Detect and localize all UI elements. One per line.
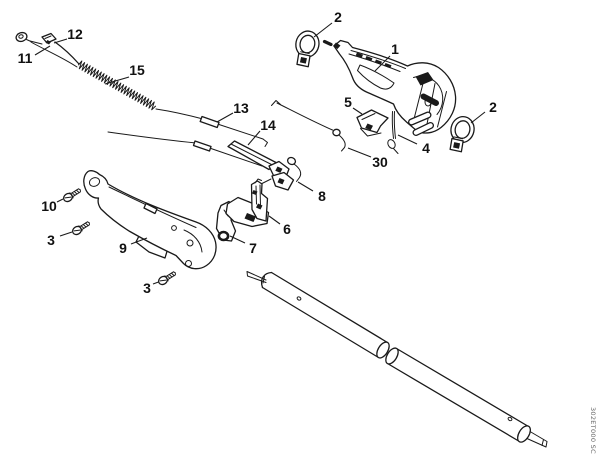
callout-leader-10-screw-top (56, 198, 64, 203)
part-2-clamp-left (295, 30, 320, 68)
callout-leader-7-throttle-trigger (229, 235, 246, 244)
callout-leader-8-rod-coupler (297, 181, 314, 192)
callout-15-tension-spring: 15 (129, 62, 145, 78)
callout-leader-3-screw-upper (59, 231, 73, 237)
part-30-throttle-cable (271, 100, 346, 152)
callout-3-screw-lower: 3 (143, 280, 151, 296)
callout-leader-3-screw-lower (152, 281, 159, 285)
part-2-clamp-right (449, 115, 475, 153)
part-5-interlock-lever (356, 109, 389, 137)
part-10-screw (62, 188, 81, 203)
callout-13-throttle-rod-upper: 13 (233, 100, 249, 116)
callout-leader-4-pin (397, 134, 418, 145)
callout-leader-15-tension-spring (104, 76, 130, 85)
diagram-code: 302ET000 SC (589, 407, 597, 454)
callout-5-interlock-lever: 5 (344, 94, 352, 110)
callout-14-throttle-rod-lower: 14 (260, 117, 276, 133)
callout-2-clamp-right: 2 (489, 99, 497, 115)
callout-leader-9-handle-housing-lower (130, 237, 148, 245)
callout-7-throttle-trigger: 7 (249, 240, 257, 256)
part-8-rod-coupler (255, 156, 302, 191)
callout-1-handle-housing-upper: 1 (391, 41, 399, 57)
callout-12-wire-connector: 12 (67, 26, 83, 42)
part-14-throttle-rod-lower (107, 131, 263, 167)
part-drive-tube (246, 271, 548, 448)
part-1-handle-housing-upper (322, 39, 457, 136)
callout-leader-2-clamp-left (313, 22, 333, 38)
callout-3-screw-upper: 3 (47, 232, 55, 248)
callout-9-handle-housing-lower: 9 (119, 240, 127, 256)
callout-leader-11-wire-ring-terminal (34, 45, 51, 56)
part-6-trigger-bracket (225, 178, 270, 228)
callout-10-screw-top: 10 (41, 198, 57, 214)
callout-6-trigger-bracket: 6 (283, 221, 291, 237)
callout-leader-5-interlock-lever (352, 107, 363, 115)
callout-leader-12-wire-connector (53, 38, 68, 44)
part-15-tension-spring (78, 60, 157, 111)
part-12-wire-connector (29, 32, 80, 65)
callout-leader-13-throttle-rod-upper (216, 112, 234, 123)
callout-8-rod-coupler: 8 (318, 188, 326, 204)
callout-leader-6-trigger-bracket (268, 215, 281, 225)
part-3-screw-upper (71, 221, 90, 236)
part-rod-slider-bar (227, 140, 277, 171)
part-4-pin (387, 111, 399, 154)
callout-11-wire-ring-terminal: 11 (18, 50, 33, 66)
part-3-screw-lower (157, 271, 176, 286)
callout-leader-30-throttle-cable (347, 147, 372, 158)
callout-leader-2-clamp-right (470, 111, 486, 124)
callout-4-pin: 4 (422, 140, 430, 156)
callout-30-throttle-cable: 30 (372, 154, 388, 170)
callout-leader-14-throttle-rod-lower (247, 130, 261, 146)
callout-2-clamp-left: 2 (334, 9, 342, 25)
part-9-handle-housing-lower (83, 170, 217, 270)
callout-leader-1-handle-housing-upper (374, 55, 391, 72)
